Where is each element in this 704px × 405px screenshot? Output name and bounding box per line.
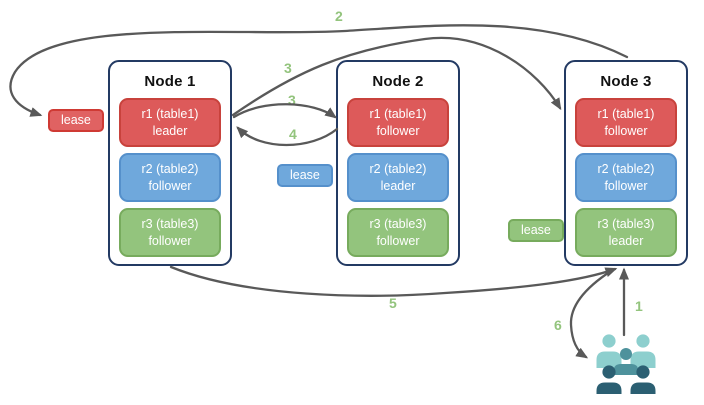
arrow-label-2: 2	[335, 8, 343, 24]
replica-name: r2 (table2)	[369, 162, 427, 177]
arrow-4-node2-to-node1	[236, 126, 339, 147]
node-2-replica-r3: r3 (table3) follower	[347, 208, 449, 257]
arrow-label-6: 6	[554, 317, 562, 333]
users-icon	[596, 334, 656, 394]
node-3-replica-r2: r2 (table2) follower	[575, 153, 677, 202]
node-1-replica-r2: r2 (table2) follower	[119, 153, 221, 202]
replica-name: r1 (table1)	[369, 107, 427, 122]
node-1-title: Node 1	[144, 73, 196, 90]
node-2-box: Node 2 r1 (table1) follower r2 (table2) …	[336, 60, 460, 266]
node-3-replica-r3: r3 (table3) leader	[575, 208, 677, 257]
node-2-replica-r2: r2 (table2) leader	[347, 153, 449, 202]
users-dark-pair	[596, 365, 656, 394]
arrow-label-3a: 3	[284, 60, 292, 76]
replica-role: follower	[148, 233, 192, 248]
replica-role: follower	[604, 178, 648, 193]
replica-name: r3 (table3)	[597, 217, 655, 232]
replica-name: r2 (table2)	[597, 162, 655, 177]
replica-role: follower	[604, 123, 648, 138]
node-1-replica-r3: r3 (table3) follower	[119, 208, 221, 257]
replica-role: leader	[608, 233, 644, 248]
replica-name: r2 (table2)	[141, 162, 199, 177]
arrow-5-node1-to-node3	[169, 265, 618, 297]
node-3-box: Node 3 r1 (table1) follower r2 (table2) …	[564, 60, 688, 266]
node-2-title: Node 2	[372, 73, 424, 90]
replica-name: r1 (table1)	[597, 107, 655, 122]
arrow-label-4: 4	[289, 126, 297, 142]
replica-role: follower	[148, 178, 192, 193]
node-1-replica-r1: r1 (table1) leader	[119, 98, 221, 147]
replica-name: r3 (table3)	[141, 217, 199, 232]
arrow-2-node3-to-lease1	[9, 24, 629, 117]
arrow-label-5: 5	[389, 295, 397, 311]
replica-role: follower	[376, 123, 420, 138]
replica-role: follower	[376, 233, 420, 248]
lease-tag-table2: lease	[277, 164, 333, 187]
arrow-label-1: 1	[635, 298, 643, 314]
users-center-person	[613, 348, 639, 375]
arrow-3-node1-to-node2	[232, 103, 338, 119]
node-3-title: Node 3	[600, 73, 652, 90]
replica-role: leader	[152, 123, 188, 138]
node-1-box: Node 1 r1 (table1) leader r2 (table2) fo…	[108, 60, 232, 266]
node-2-replica-r1: r1 (table1) follower	[347, 98, 449, 147]
replica-role: leader	[380, 178, 416, 193]
arrow-label-3b: 3	[288, 92, 296, 108]
lease-tag-table3: lease	[508, 219, 564, 242]
replica-name: r3 (table3)	[369, 217, 427, 232]
lease-tag-table1: lease	[48, 109, 104, 132]
node-3-replica-r1: r1 (table1) follower	[575, 98, 677, 147]
replica-name: r1 (table1)	[141, 107, 199, 122]
